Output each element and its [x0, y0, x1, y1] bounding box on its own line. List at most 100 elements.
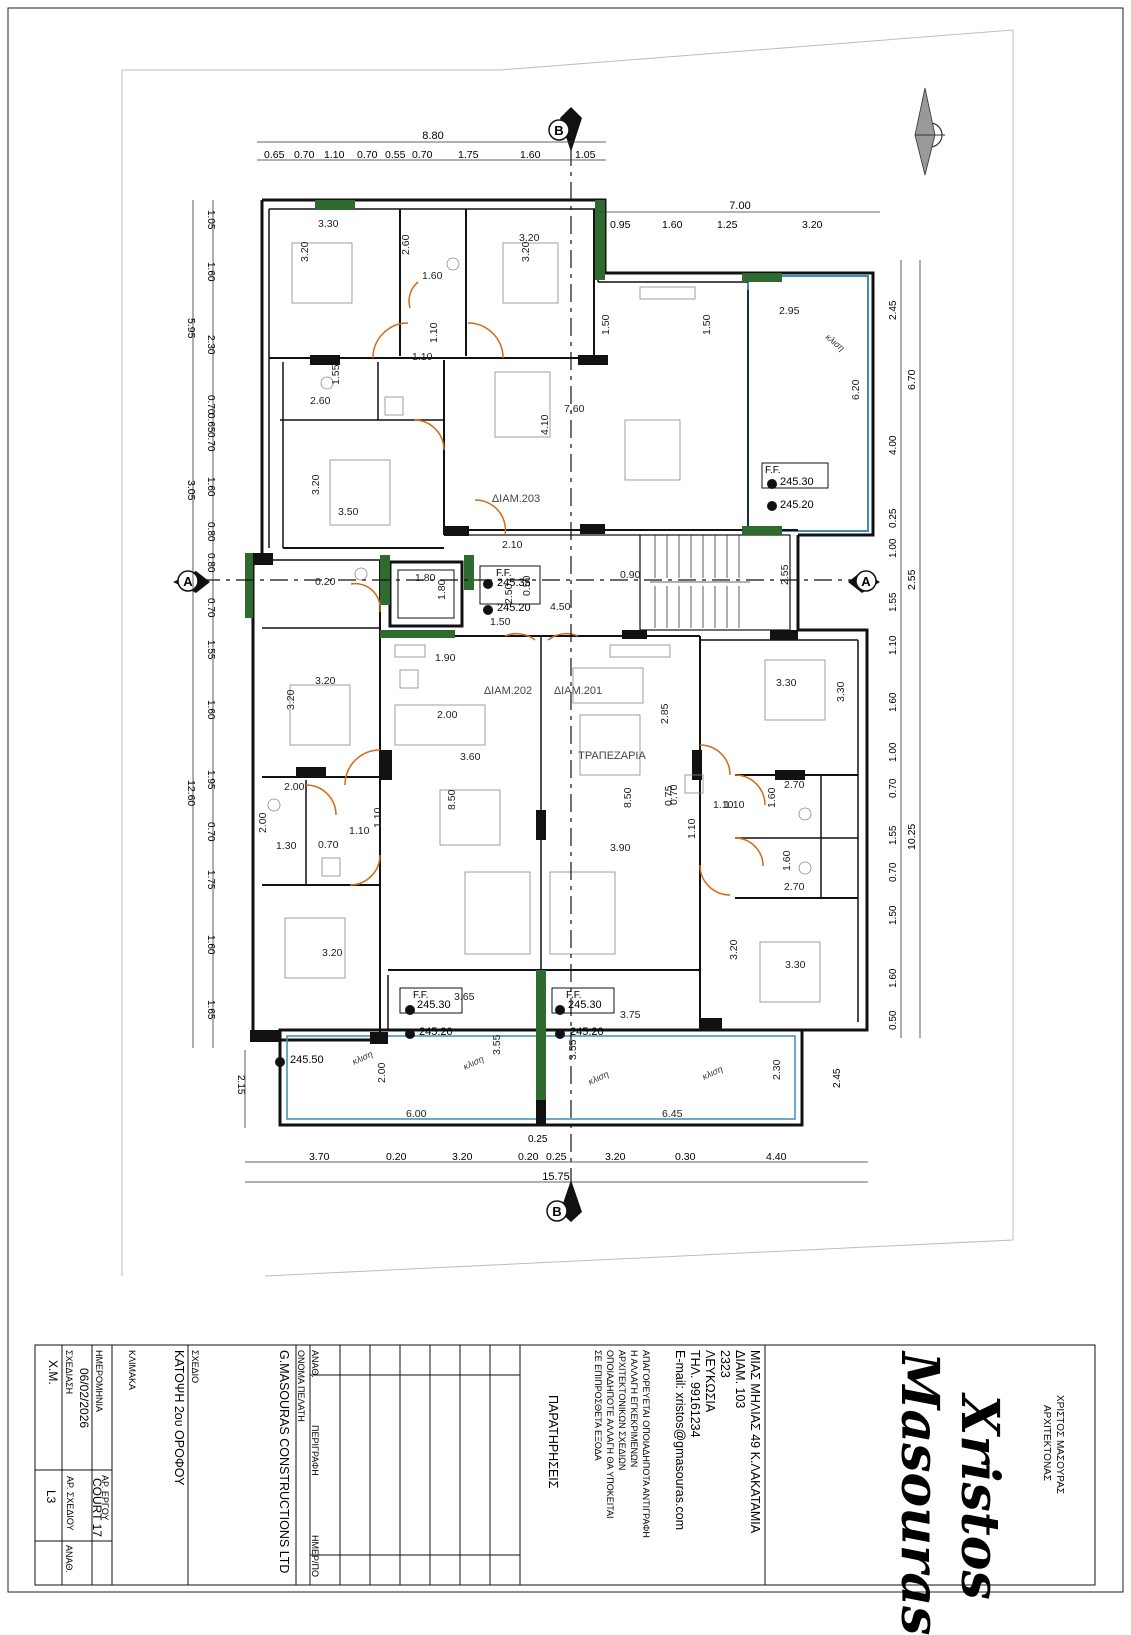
level-marker-a: F.F. 245.30 245.20	[761, 462, 829, 511]
room-dimension: 2.95	[779, 305, 800, 317]
notice-line: ΟΠΟΙΑΔΗΠΟΤΕ ΑΛΛΑΓΗ ΘΑ ΥΠΟΚΕΙΤΑΙ	[605, 1350, 615, 1519]
room-dimension: 2.60	[310, 395, 331, 407]
client-label: ΟΝΟΜΑ ΠΕΛΑΤΗ	[296, 1350, 306, 1422]
dim-text: 0.70	[357, 149, 378, 161]
room-dimension: 3.30	[785, 959, 806, 971]
dim-text: 0.50	[888, 1010, 899, 1030]
room-dimension: 1.80	[415, 572, 436, 584]
room-dimension: 2.85	[659, 703, 671, 724]
room-dimension: 6.45	[662, 1108, 683, 1120]
sf-value: 245.20	[419, 1026, 453, 1038]
dim-text: 2.45	[888, 300, 899, 320]
dim-text: 10.25	[906, 824, 918, 850]
ff-label: F.F.	[765, 465, 781, 476]
room-dimension: 1.50	[600, 314, 612, 335]
room-dimension: 2.55	[779, 564, 791, 585]
designer-label: ΣΧΕΔΙΑΣΗ	[64, 1350, 74, 1395]
dim-text: 0.70	[205, 598, 216, 618]
ff-value: 245.30	[780, 476, 814, 488]
dim-text: 12.60	[185, 780, 197, 806]
rev-header-date: ΗΜΕΡ/ΠΟ	[310, 1535, 320, 1578]
dim-text: 1.05	[575, 149, 596, 161]
north-arrow	[914, 87, 945, 176]
scale-label: ΚΛΙΜΑΚΑ	[127, 1350, 137, 1391]
dim-text: 0.25	[546, 1151, 567, 1163]
ff-value: 245.30	[568, 999, 602, 1011]
date-value: 06/02/2026	[77, 1368, 91, 1429]
room-dimension: 6.20	[850, 379, 862, 400]
room-dimension: 1.10	[428, 322, 440, 343]
room-dimension: 2.00	[284, 781, 305, 793]
room-dimension: 2.70	[784, 881, 805, 893]
sheet-no: L3	[44, 1490, 58, 1504]
dim-text: 3.20	[802, 219, 823, 231]
room-dimension: 1.60	[766, 787, 778, 808]
room-dimension: 0.70	[668, 784, 680, 805]
slope-label: κλιση	[587, 1069, 611, 1087]
room-dimension: 4.50	[550, 601, 571, 613]
room-dimension: 8.50	[622, 787, 634, 808]
room-dimension: 3.90	[610, 842, 631, 854]
section-label-a-right: A	[861, 574, 871, 589]
room-dimension: 3.20	[285, 689, 297, 710]
room-dimension: 2.60	[400, 234, 412, 255]
section-label-b-bottom: B	[552, 1204, 561, 1219]
dim-right-inner: 2.45 4.00 1.00 0.25 1.55 1.10 1.60 1.00 …	[832, 300, 899, 1088]
architect-name: ΧΡΙΣΤΟΣ ΜΑΣΟΥΡΑΣ	[1054, 1395, 1065, 1495]
sf-value: 245.20	[497, 602, 531, 614]
room-dimension: 1.10	[372, 807, 384, 828]
dim-text: 0.70	[205, 432, 216, 452]
dim-top-overall: 8.80	[422, 130, 443, 142]
dim-text: 0.70	[205, 395, 216, 415]
room-dimension: 1.10	[713, 799, 734, 811]
dim-text: 0.70	[888, 778, 899, 798]
dim-text: 1.25	[717, 219, 738, 231]
unit-label-203: ΔΙΑΜ.203	[492, 493, 540, 505]
dim-text: 5.95	[185, 318, 197, 339]
room-dimension: 0.20	[315, 576, 336, 588]
dim-text: 0.65	[264, 149, 285, 161]
ext-level: 245.50	[290, 1054, 324, 1066]
dim-text: 1.55	[888, 825, 899, 845]
room-dimension: 3.20	[299, 241, 311, 262]
dim-text: 1.05	[205, 210, 216, 230]
dim-text: 1.75	[458, 149, 479, 161]
dim-bottom-small: 0.25	[528, 1134, 548, 1145]
room-dimension: 1.30	[276, 840, 297, 852]
dim-text: 1.00	[888, 538, 899, 558]
sf-value: 245.20	[570, 1026, 604, 1038]
dining-label: ΤΡΑΠΕΖΑΡΙΑ	[578, 750, 646, 762]
room-dimension: 3.20	[310, 474, 322, 495]
room-dimension: 3.55	[491, 1034, 503, 1055]
plot-boundary	[122, 29, 1014, 1277]
ff-value: 245.35	[497, 577, 531, 589]
dim-text: 1.55	[888, 592, 899, 612]
room-dimension: 1.10	[412, 351, 433, 363]
dim-text: 0.80	[205, 522, 216, 542]
notice-line: Η ΑΛΛΑΓΗ ΕΓΚΕΚΡΙΜΕΝΩΝ	[629, 1350, 639, 1468]
room-dimension: 1.60	[781, 850, 793, 871]
sf-value: 245.20	[780, 499, 814, 511]
dim-text: 1.50	[888, 905, 899, 925]
dim-text: 2.30	[205, 335, 216, 355]
room-dimension: 2.10	[502, 539, 523, 551]
dim-text: 0.70	[294, 149, 315, 161]
room-dimension: 3.20	[315, 675, 336, 687]
room-dimension: 8.50	[446, 789, 458, 810]
logo-line1: Xristos	[949, 1395, 1010, 1600]
dim-left-inner: 1.05 1.60 2.30 0.70 0.65 0.70 1.60 0.80 …	[205, 210, 216, 1020]
copyright-notice: ΑΠΑΓΟΡΕΥΕΤΑΙ ΟΠΟΙΑΔΗΠΟΤΑ ΑΝΤΙΓΡΑΦΗ Η ΑΛΛ…	[592, 1350, 652, 1538]
room-dimension: 3.20	[728, 939, 740, 960]
dim-text: 0.20	[518, 1151, 539, 1163]
room-dimension: 2.00	[376, 1062, 388, 1083]
ff-label: F.F.	[413, 990, 429, 1001]
room-dimension: 1.90	[435, 652, 456, 664]
room-dimension: 2.70	[784, 779, 805, 791]
room-dimension: 1.80	[436, 579, 448, 600]
room-dimension: 3.75	[620, 1009, 641, 1021]
dim-text: 1.60	[520, 149, 541, 161]
room-dimension: 0.90	[620, 569, 641, 581]
dim-text: 0.80	[205, 553, 216, 573]
address-line: ΛΕΥΚΩΣΙΑ	[703, 1350, 717, 1413]
slope-label: κλιση	[462, 1054, 486, 1072]
